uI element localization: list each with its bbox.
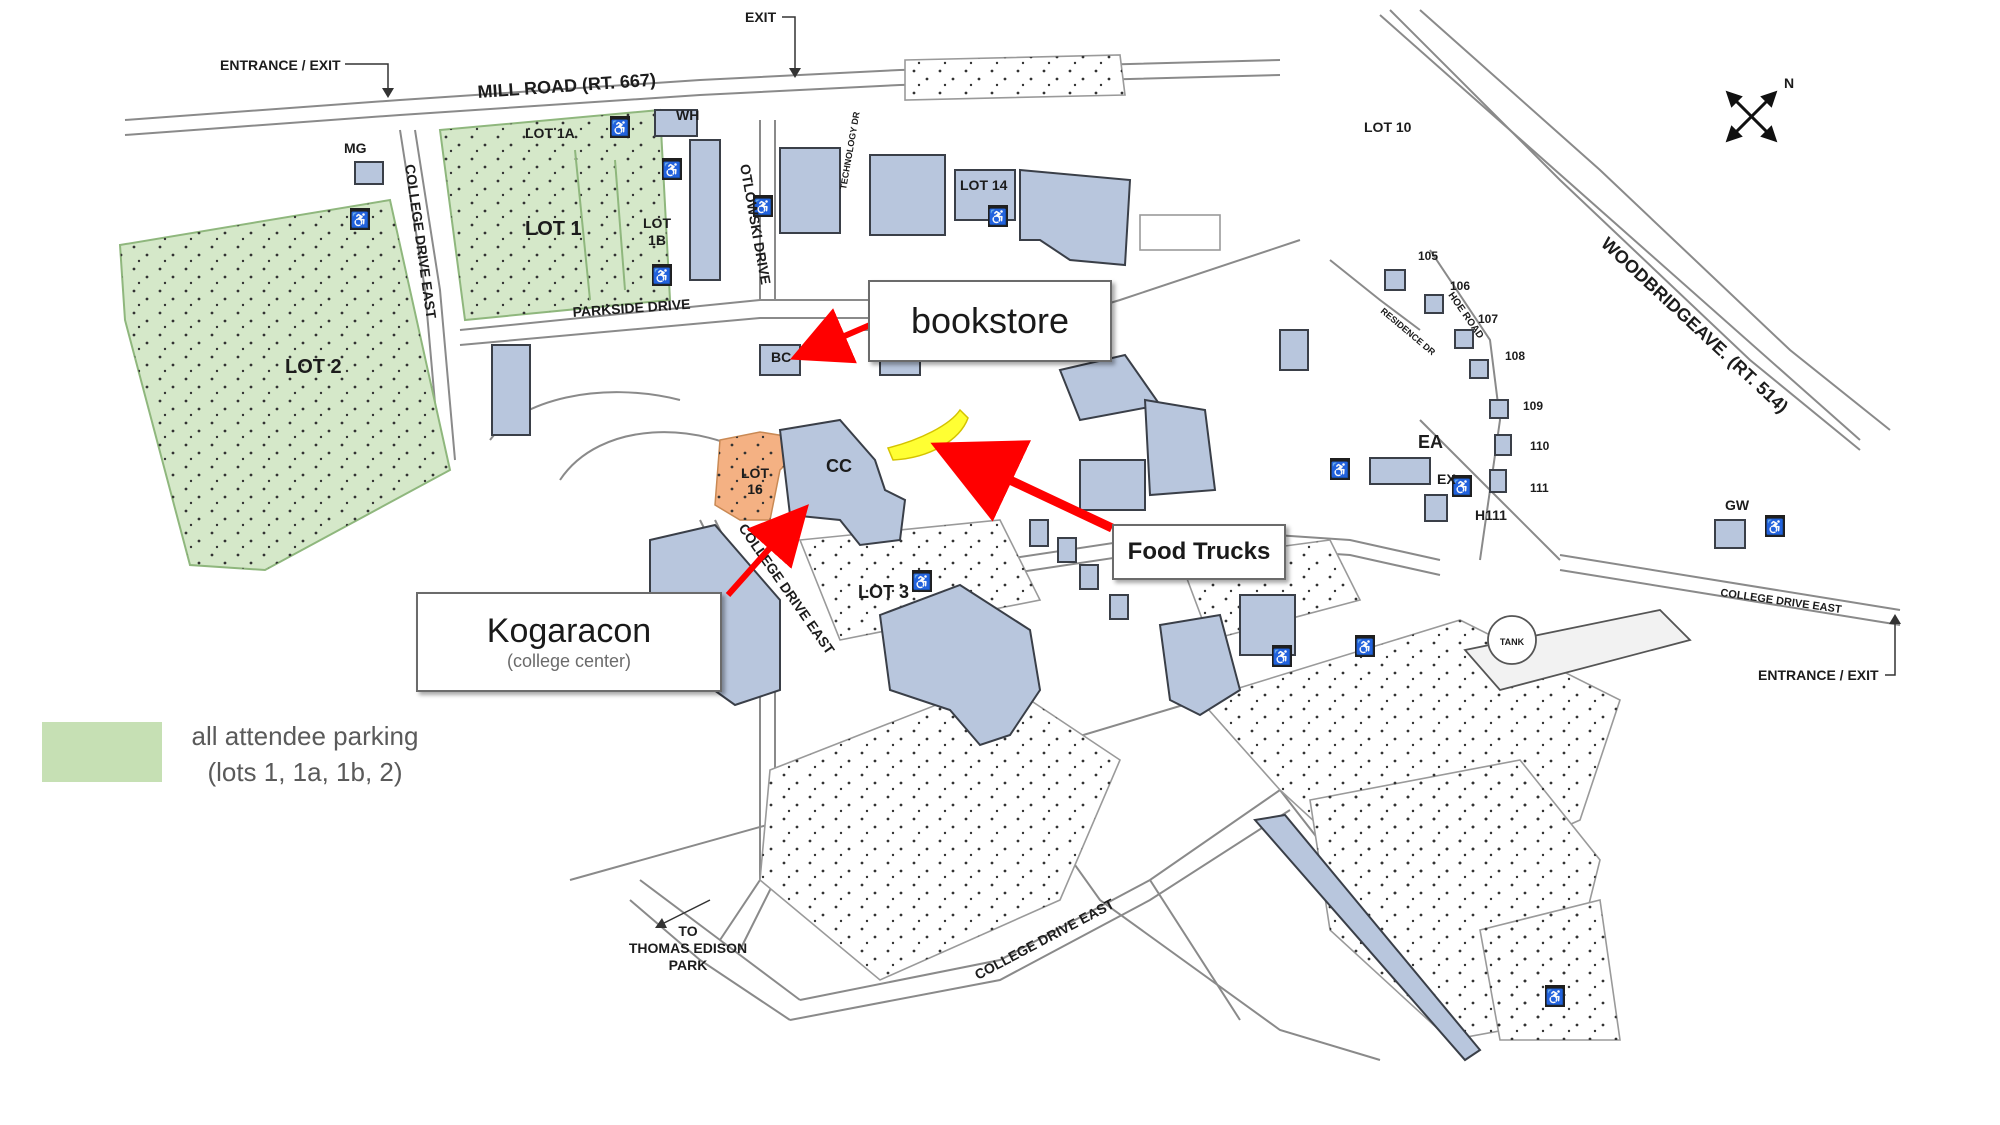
exit-label: EXIT	[745, 9, 777, 25]
h111-building-label: H111	[1475, 507, 1507, 523]
bookstore-callout: bookstore	[868, 280, 1112, 362]
lot-16-label-line-2: 16	[747, 481, 763, 497]
food-truck-zone	[886, 408, 969, 461]
svg-text:♿: ♿	[611, 119, 630, 137]
exit-arrow	[782, 16, 796, 75]
kogaracon-callout: Kogaracon (college center)	[416, 592, 722, 692]
food-trucks-arrow	[930, 440, 1114, 533]
legend: all attendee parking (lots 1, 1a, 1b, 2)	[170, 718, 440, 790]
accessible-parking-icon: ♿	[652, 264, 672, 286]
svg-text:♿: ♿	[989, 208, 1008, 226]
bookstore-arrow	[789, 308, 872, 364]
svg-text:♿: ♿	[1356, 638, 1375, 656]
house-111-label: 111	[1530, 481, 1549, 495]
lot-10-label: LOT 10	[1364, 119, 1412, 135]
gw-building-label: GW	[1725, 497, 1750, 513]
svg-text:♿: ♿	[913, 573, 932, 591]
callout-arrows	[725, 308, 1114, 597]
lot-14-label: LOT 14	[960, 177, 1008, 193]
cc-building-label: CC	[826, 456, 852, 476]
bookstore-callout-text: bookstore	[910, 300, 1070, 341]
svg-text:♿: ♿	[653, 267, 672, 285]
ex-building-label: EX	[1437, 471, 1456, 487]
food-trucks-callout: Food Trucks	[1112, 524, 1286, 580]
lot-1a-label: LOT 1A	[525, 125, 575, 141]
entrance-exit-label: ENTRANCE / EXIT	[220, 57, 341, 73]
legend-swatch	[42, 722, 162, 782]
lot-2-label: LOT 2	[285, 356, 342, 378]
food-trucks-callout-text: Food Trucks	[1127, 538, 1271, 565]
accessible-parking-icon: ♿	[912, 570, 932, 592]
legend-line-2: (lots 1, 1a, 1b, 2)	[207, 757, 403, 787]
house-106-label: 106	[1450, 279, 1470, 293]
lot-16-label-line-1: LOT	[741, 465, 769, 481]
north-label: N	[1784, 75, 1794, 91]
accessible-parking-icon: ♿	[610, 116, 630, 138]
house-108-label: 108	[1505, 349, 1525, 363]
kogaracon-callout-title: Kogaracon	[486, 612, 652, 650]
accessible-parking-icons: ♿ ♿ ♿ ♿ ♿ ♿ ♿ ♿ ♿ ♿ ♿ ♿ ♿	[350, 116, 1785, 1007]
wh-building-label: WH	[676, 107, 699, 123]
house-107-label: 107	[1478, 312, 1498, 326]
to-park-line-1: TO	[678, 923, 697, 939]
kogaracon-callout-subtitle: (college center)	[506, 651, 632, 671]
accessible-parking-icon: ♿	[1272, 645, 1292, 667]
house-110-label: 110	[1530, 439, 1550, 453]
attendee-parking	[118, 108, 672, 572]
accessible-parking-icon: ♿	[350, 208, 370, 230]
accessible-parking-icon: ♿	[1330, 458, 1350, 480]
accessible-parking-icon: ♿	[1452, 475, 1472, 497]
svg-text:♿: ♿	[351, 211, 370, 229]
bc-building-label: BC	[771, 349, 791, 365]
to-park-line-2: THOMAS EDISON	[629, 940, 747, 956]
lot-1b-label-line-1: LOT	[643, 215, 671, 231]
lot-3-label: LOT 3	[858, 582, 909, 602]
north-arrow-icon	[1725, 90, 1778, 143]
svg-text:♿: ♿	[663, 161, 682, 179]
svg-text:♿: ♿	[1546, 988, 1565, 1006]
house-105-label: 105	[1418, 249, 1438, 263]
water-tank	[1487, 615, 1537, 665]
kogaracon-arrow	[725, 504, 809, 597]
house-109-label: 109	[1523, 399, 1543, 413]
svg-text:♿: ♿	[754, 198, 773, 216]
technology-drive-label: TECHNOLOGY DR	[838, 110, 862, 190]
svg-text:♿: ♿	[1766, 518, 1785, 536]
otlowski-drive-label: OTLOWSKI DRIVE	[737, 163, 774, 286]
accessible-parking-icon: ♿	[662, 158, 682, 180]
mill-road-label: MILL ROAD (RT. 667)	[477, 70, 657, 102]
svg-text:♿: ♿	[1331, 461, 1350, 479]
svg-text:♿: ♿	[1453, 478, 1472, 496]
lot-1-label: LOT 1	[525, 218, 582, 240]
entrance-exit-label: ENTRANCE / EXIT	[1758, 667, 1879, 683]
svg-text:♿: ♿	[1273, 648, 1292, 666]
legend-line-1: all attendee parking	[191, 721, 419, 751]
entrance-arrow	[345, 63, 389, 96]
tank-label: TANK	[1500, 637, 1525, 647]
accessible-parking-icon: ♿	[1355, 635, 1375, 657]
accessible-parking-icon: ♿	[1545, 985, 1565, 1007]
buildings	[354, 109, 1746, 1062]
accessible-parking-icon: ♿	[1765, 515, 1785, 537]
accessible-parking-icon: ♿	[753, 195, 773, 217]
mg-building-label: MG	[344, 140, 367, 156]
ea-building-label: EA	[1418, 432, 1443, 452]
to-park-line-3: PARK	[669, 957, 708, 973]
accessible-parking-icon: ♿	[988, 205, 1008, 227]
lot-1b-label-line-2: 1B	[648, 232, 666, 248]
